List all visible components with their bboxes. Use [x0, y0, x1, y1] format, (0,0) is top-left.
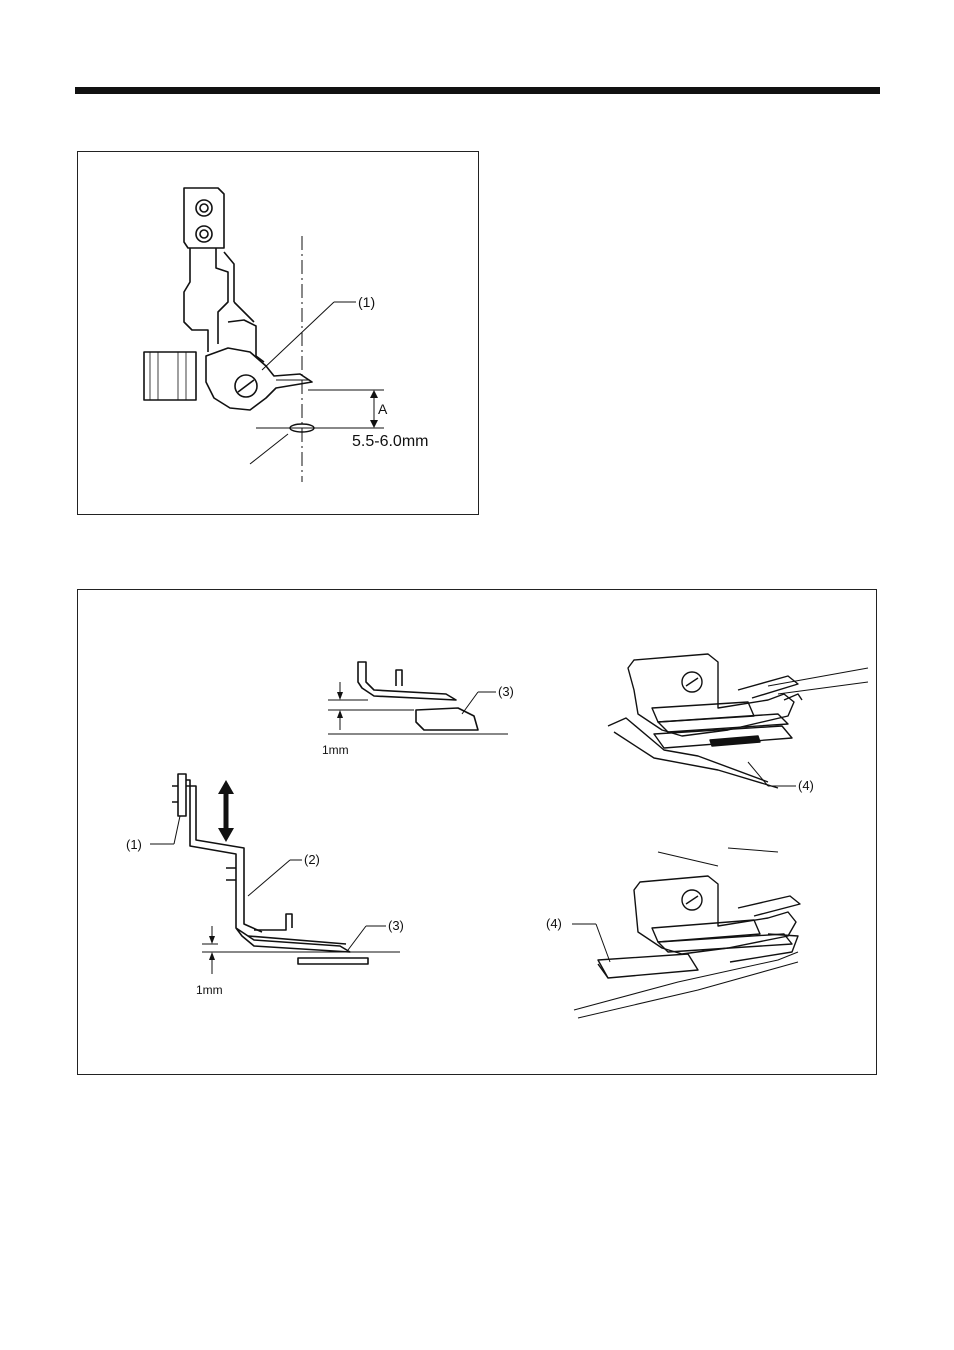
side-view: [172, 774, 400, 964]
side-arm: [186, 780, 350, 952]
clamp-block: [184, 188, 224, 248]
screw-upper: [196, 200, 212, 216]
persp-bottom-callout-4: (4): [546, 916, 562, 931]
side-plate-part3: [298, 958, 368, 964]
figure-presser-height: (1) A 5.5-6.0mm: [77, 151, 479, 515]
side-block-part1: [178, 774, 186, 816]
bar-section: [144, 352, 196, 400]
perspective-bottom: [574, 848, 800, 1018]
side-callout-3: (3): [388, 918, 404, 933]
lever: [228, 320, 264, 362]
detail-plate-part3: [416, 708, 478, 730]
detail-gap-label: 1mm: [322, 743, 349, 757]
screw-lower: [196, 226, 212, 242]
perspective-top: [608, 654, 868, 788]
persp-top-body: [628, 654, 794, 736]
presser-height-diagram: (1) A 5.5-6.0mm: [78, 152, 478, 514]
persp-top-callout-4: (4): [798, 778, 814, 793]
figure-presser-adjust: (1) (2) (3) 1mm 1mm (3): [77, 589, 877, 1075]
side-foot-top: [254, 914, 292, 930]
header-rule: [75, 87, 880, 94]
detail-callout-3: (3): [498, 684, 514, 699]
callout-1-leader: [262, 302, 334, 370]
presser-adjust-diagram: (1) (2) (3) 1mm 1mm (3): [78, 590, 876, 1074]
side-callout-2: (2): [304, 852, 320, 867]
dim-a-label: A: [378, 401, 388, 417]
side-gap-label: 1mm: [196, 983, 223, 997]
side-callout-1: (1): [126, 837, 142, 852]
persp-bottom-plate-part4: [598, 954, 698, 978]
needle-leader: [250, 434, 288, 464]
detail-view: [328, 662, 508, 734]
detail-foot: [358, 662, 456, 700]
dim-value-label: 5.5-6.0mm: [352, 433, 428, 450]
callout-1-label: (1): [358, 294, 375, 310]
presser-arm: [184, 248, 208, 352]
